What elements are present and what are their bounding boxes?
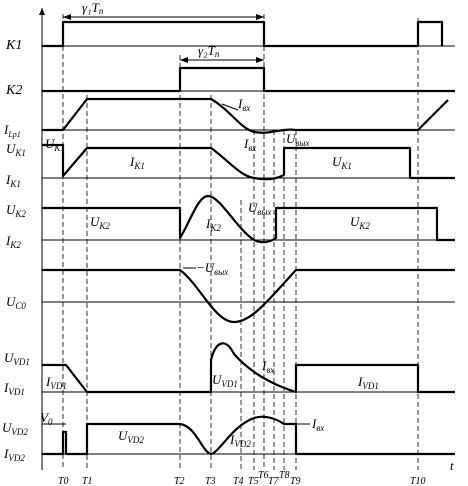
label-ivd1-right: IVD1 [357, 374, 379, 391]
label-gamma1: γ₁Tп [82, 0, 104, 16]
label-uvd2-wave: UVD2 [118, 428, 144, 445]
uvd2-waveform [42, 415, 455, 456]
tick-t6: T6 [258, 470, 269, 481]
label-ivd1-start: IVD1 [45, 374, 67, 391]
label-ivd2-wave: IVD2 [229, 432, 251, 449]
label-uk2-right: UK2 [350, 214, 370, 231]
label-uk1-axis: UK1 [6, 141, 26, 158]
label-ik1-axis: IK1 [5, 172, 21, 189]
label-v0: V0 [40, 410, 53, 427]
label-uk1-start: UK1 [45, 136, 65, 153]
gamma1-arrow-right [256, 14, 264, 20]
uvd1-waveform [42, 342, 455, 394]
time-markers [62, 14, 419, 470]
tick-t0: T0 [58, 476, 69, 486]
tick-t2: T2 [174, 476, 185, 486]
uc0-waveform [42, 268, 455, 324]
label-uvd1-wave: UVD1 [212, 372, 238, 389]
label-uout-k2: Uвых [248, 200, 271, 217]
k1-waveform [42, 20, 444, 48]
label-uk2-wave: UK2 [90, 214, 110, 231]
label-ivd2-axis: IVD2 [3, 446, 25, 463]
label-t-axis: t [450, 458, 454, 473]
uk2-waveform [42, 194, 455, 244]
label-uout-c0: −Uвых [196, 260, 228, 277]
label-k2: K2 [5, 83, 22, 98]
label-uvd2-axis: UVD2 [2, 420, 28, 437]
tick-t10: T10 [410, 476, 426, 486]
label-uc0-axis: UC0 [6, 294, 26, 311]
label-uk2-axis: UK2 [6, 202, 26, 219]
label-iin-k1: Iвх [243, 136, 256, 153]
k2-waveform [42, 66, 455, 93]
leader-iout [221, 103, 239, 111]
label-gamma2: γ₂Tп [198, 43, 220, 59]
label-ilp1: ILp1 [3, 122, 21, 139]
gamma1-arrow-left [63, 14, 71, 20]
label-ik1-wave: IK1 [129, 154, 145, 171]
tick-t5: T5 [248, 476, 259, 486]
time-ticks: T0 T1 T2 T3 T4 T5 T6 T7 T8 T9 T10 [58, 470, 426, 486]
label-uout-k1: Uвых [286, 131, 309, 148]
label-iin-vd2: Iвх [311, 416, 324, 433]
tick-t4: T4 [233, 476, 244, 486]
tick-t3: T3 [205, 476, 216, 486]
label-k1: K1 [5, 38, 22, 53]
label-iin-vd1: Iвх [261, 358, 274, 375]
uk1-waveform [42, 143, 455, 181]
label-ik2-axis: IK2 [5, 233, 21, 250]
ilp1-waveform [42, 97, 449, 134]
gamma2-arrow-left [180, 57, 188, 63]
tick-t7: T7 [268, 476, 280, 486]
tick-t8: T8 [279, 470, 290, 481]
label-uk1-right: UK1 [332, 154, 352, 171]
label-uvd1-axis: UVD1 [4, 350, 30, 367]
tick-t9: T9 [290, 476, 301, 486]
tick-t1: T1 [82, 476, 93, 486]
label-ivd1-axis: IVD1 [3, 380, 25, 397]
label-iin-lp1: Iвх [237, 96, 250, 113]
label-ik2-wave: IK2 [205, 216, 221, 233]
gamma2-arrow-right [256, 57, 264, 63]
